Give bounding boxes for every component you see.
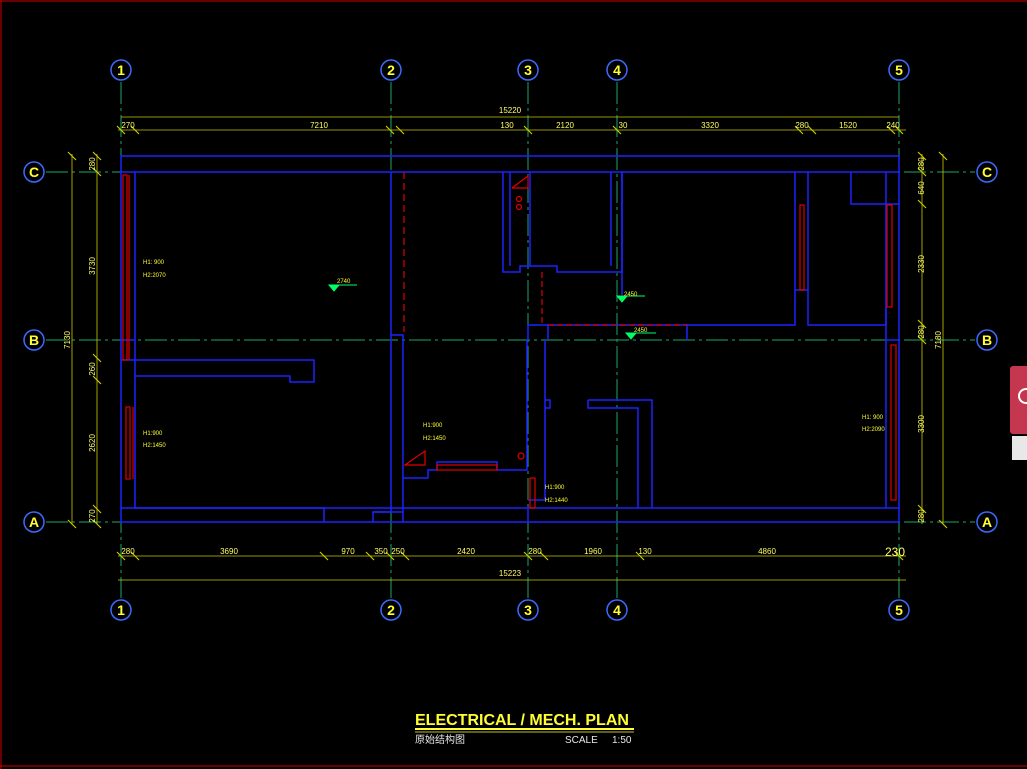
dim-bottom-seg-1: 3690 [220, 547, 238, 556]
dim-bottom-total: 15223 [499, 569, 522, 578]
dim-bottom-seg-7: 1960 [584, 547, 602, 556]
dim-bottom-seg-4: 250 [391, 547, 405, 556]
grid-label-left-a: A [29, 514, 39, 530]
window-2-h1: H1:900 [143, 431, 163, 437]
dimension-lines [67, 116, 948, 581]
dim-top-total: 15220 [499, 106, 522, 115]
drawing-subtitle: 原始结构图 [415, 733, 465, 746]
dim-left-seg-3: 2620 [88, 434, 97, 452]
dim-right-total: 7180 [934, 331, 943, 349]
scale-value: 1:50 [612, 735, 632, 746]
level-label-2: 2450 [624, 292, 638, 298]
scale-label: SCALE [565, 735, 598, 746]
window-4-h1: H1:900 [545, 485, 565, 491]
window-2-h2: H2:1450 [143, 443, 166, 449]
dim-top-seg-8: 240 [886, 121, 900, 130]
grid-label-right-b: B [982, 332, 992, 348]
dim-left-total: 7130 [63, 331, 72, 349]
annotations: 2740 2450 2450 H1: 900 H2:2070 H1:900 H2… [143, 260, 885, 504]
dim-left-seg-2: 260 [88, 362, 97, 376]
dim-bottom-extra: 230 [885, 545, 905, 559]
window-1-h1: H1: 900 [143, 260, 165, 266]
dimension-text: 15220 270 7210 130 2120 30 3320 280 1520… [63, 106, 943, 578]
window-1-h2: H2:2070 [143, 273, 166, 279]
dim-right-seg-1: 640 [917, 181, 926, 195]
grid-label-bottom-3: 3 [524, 602, 532, 618]
grid-label-top-4: 4 [613, 62, 621, 78]
grid-label-bottom-5: 5 [895, 602, 903, 618]
dim-top-seg-3: 2120 [556, 121, 574, 130]
grid-label-top-5: 5 [895, 62, 903, 78]
drawing-title: ELECTRICAL / MECH. PLAN [415, 712, 629, 729]
dim-bottom-seg-0: 280 [121, 547, 135, 556]
dim-top-seg-2: 130 [500, 121, 514, 130]
dim-right-seg-0: 280 [917, 157, 926, 171]
dim-right-seg-3: 280 [917, 325, 926, 339]
level-label-3: 2450 [634, 328, 648, 334]
dim-bottom-seg-5: 2420 [457, 547, 475, 556]
grid-bubbles [23, 59, 998, 621]
dim-top-seg-6: 280 [795, 121, 809, 130]
side-panel-icon [1018, 388, 1027, 404]
dim-bottom-seg-8: 130 [638, 547, 652, 556]
dim-top-seg-7: 1520 [839, 121, 857, 130]
window-3-h2: H2:1450 [423, 436, 446, 442]
grid-label-bottom-2: 2 [387, 602, 395, 618]
dim-right-seg-5: 280 [917, 509, 926, 523]
window-5-h2: H2:2090 [862, 427, 885, 433]
grid-label-right-c: C [982, 164, 992, 180]
window-3-h1: H1:900 [423, 423, 443, 429]
dim-top-seg-0: 270 [121, 121, 135, 130]
level-label-1: 2740 [337, 279, 351, 285]
title-block: ELECTRICAL / MECH. PLAN 原始结构图 SCALE 1:50 [415, 712, 634, 746]
grid-label-top-3: 3 [524, 62, 532, 78]
grid-label-top-2: 2 [387, 62, 395, 78]
dim-top-seg-4: 30 [619, 121, 628, 130]
grid-lines [46, 82, 975, 598]
window-5-h1: H1: 900 [862, 415, 884, 421]
windows [122, 172, 897, 509]
grid-label-bottom-4: 4 [613, 602, 621, 618]
dim-left-seg-4: 270 [88, 509, 97, 523]
dim-top-seg-1: 7210 [310, 121, 328, 130]
grid-label-top-1: 1 [117, 62, 125, 78]
grid-label-left-b: B [29, 332, 39, 348]
grid-labels: 1 2 3 4 5 1 2 3 4 5 C B A C B A [29, 62, 992, 618]
dim-bottom-seg-3: 350 [374, 547, 388, 556]
grid-label-right-a: A [982, 514, 992, 530]
side-panel-handle[interactable] [1012, 436, 1027, 460]
dim-right-seg-2: 2330 [917, 255, 926, 273]
level-markers [327, 284, 656, 340]
dim-bottom-seg-9: 4860 [758, 547, 776, 556]
walls [120, 155, 900, 523]
window-4-h2: H2:1440 [545, 498, 568, 504]
dim-right-seg-4: 3300 [917, 415, 926, 433]
dim-left-seg-1: 3730 [88, 257, 97, 275]
grid-label-bottom-1: 1 [117, 602, 125, 618]
dim-bottom-seg-6: 280 [528, 547, 542, 556]
grid-label-left-c: C [29, 164, 39, 180]
dim-top-seg-5: 3320 [701, 121, 719, 130]
dim-left-seg-0: 280 [88, 157, 97, 171]
dim-bottom-seg-2: 970 [341, 547, 355, 556]
